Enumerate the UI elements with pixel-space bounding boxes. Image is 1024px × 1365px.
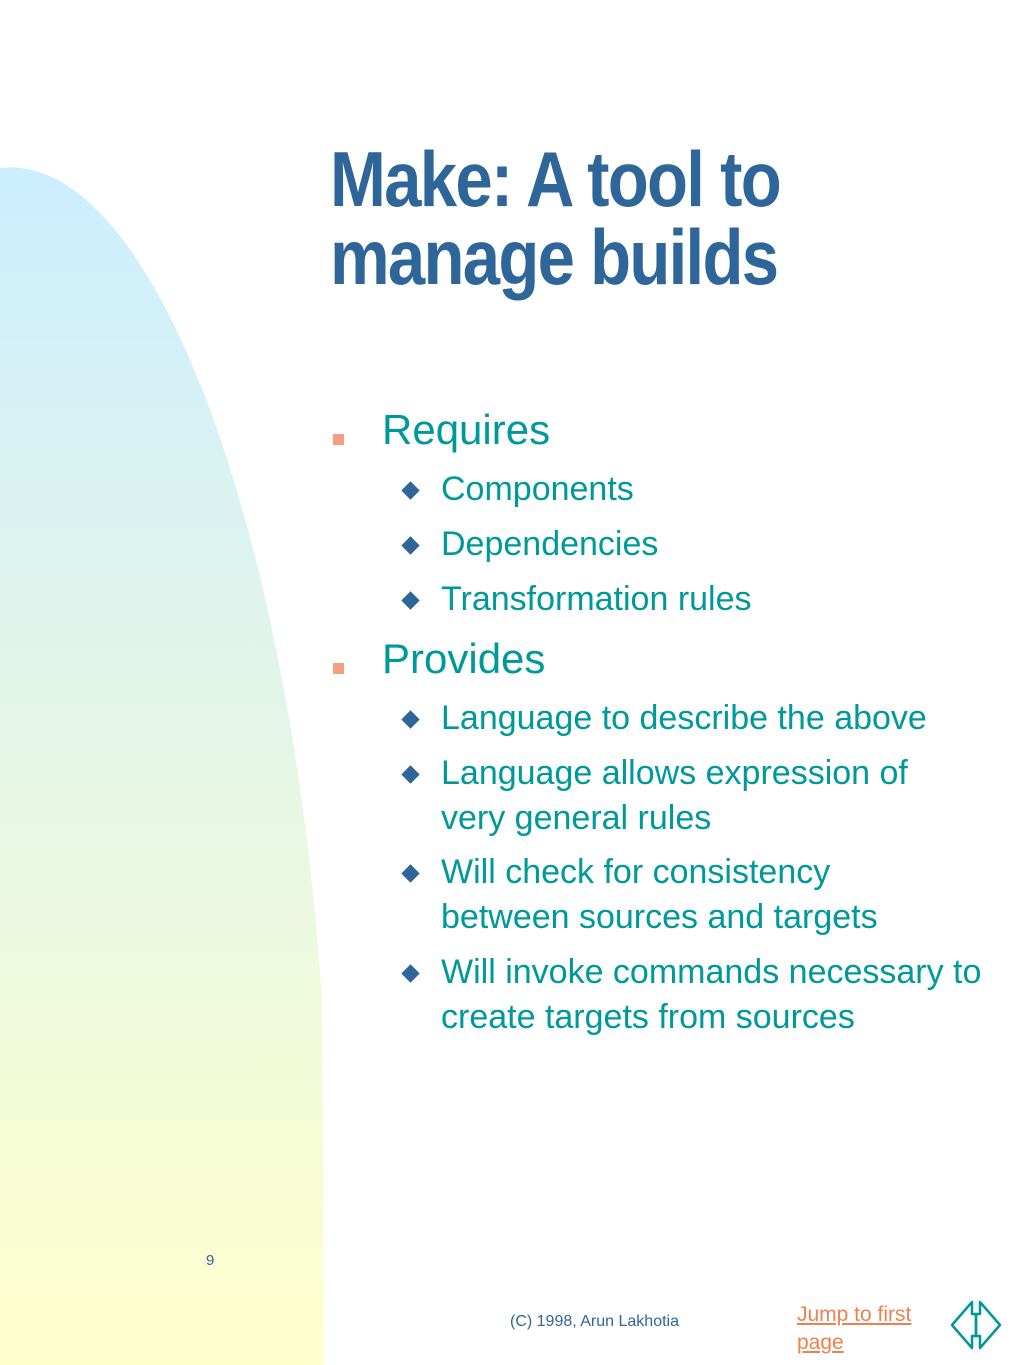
navigation-arrows-icon[interactable] (948, 1298, 1004, 1352)
list-item: Components (441, 470, 634, 508)
list-item: Language to describe the above (441, 699, 927, 737)
page-number: 9 (206, 1252, 215, 1269)
slide-title: Make: A tool to manage builds (330, 140, 898, 296)
list-item: Language allows expression of very gener… (441, 754, 908, 837)
list-item: Dependencies (441, 525, 659, 563)
slide-title-line-1: Make: A tool to (330, 135, 782, 223)
slide-title-line-2: manage builds (330, 213, 779, 301)
list-item: Will invoke commands necessary to create… (441, 953, 982, 1036)
square-bullet-icon (333, 663, 344, 674)
jump-to-first-page-link[interactable]: Jump to first page (797, 1303, 912, 1354)
section-heading-provides: Provides (382, 635, 546, 682)
copyright-footer: (C) 1998, Arun Lakhotia (510, 1313, 679, 1330)
section-heading-requires: Requires (382, 406, 551, 453)
list-item: Transformation rules (441, 580, 752, 618)
list-item: Will check for consistency between sourc… (441, 853, 878, 936)
square-bullet-icon (333, 434, 344, 445)
